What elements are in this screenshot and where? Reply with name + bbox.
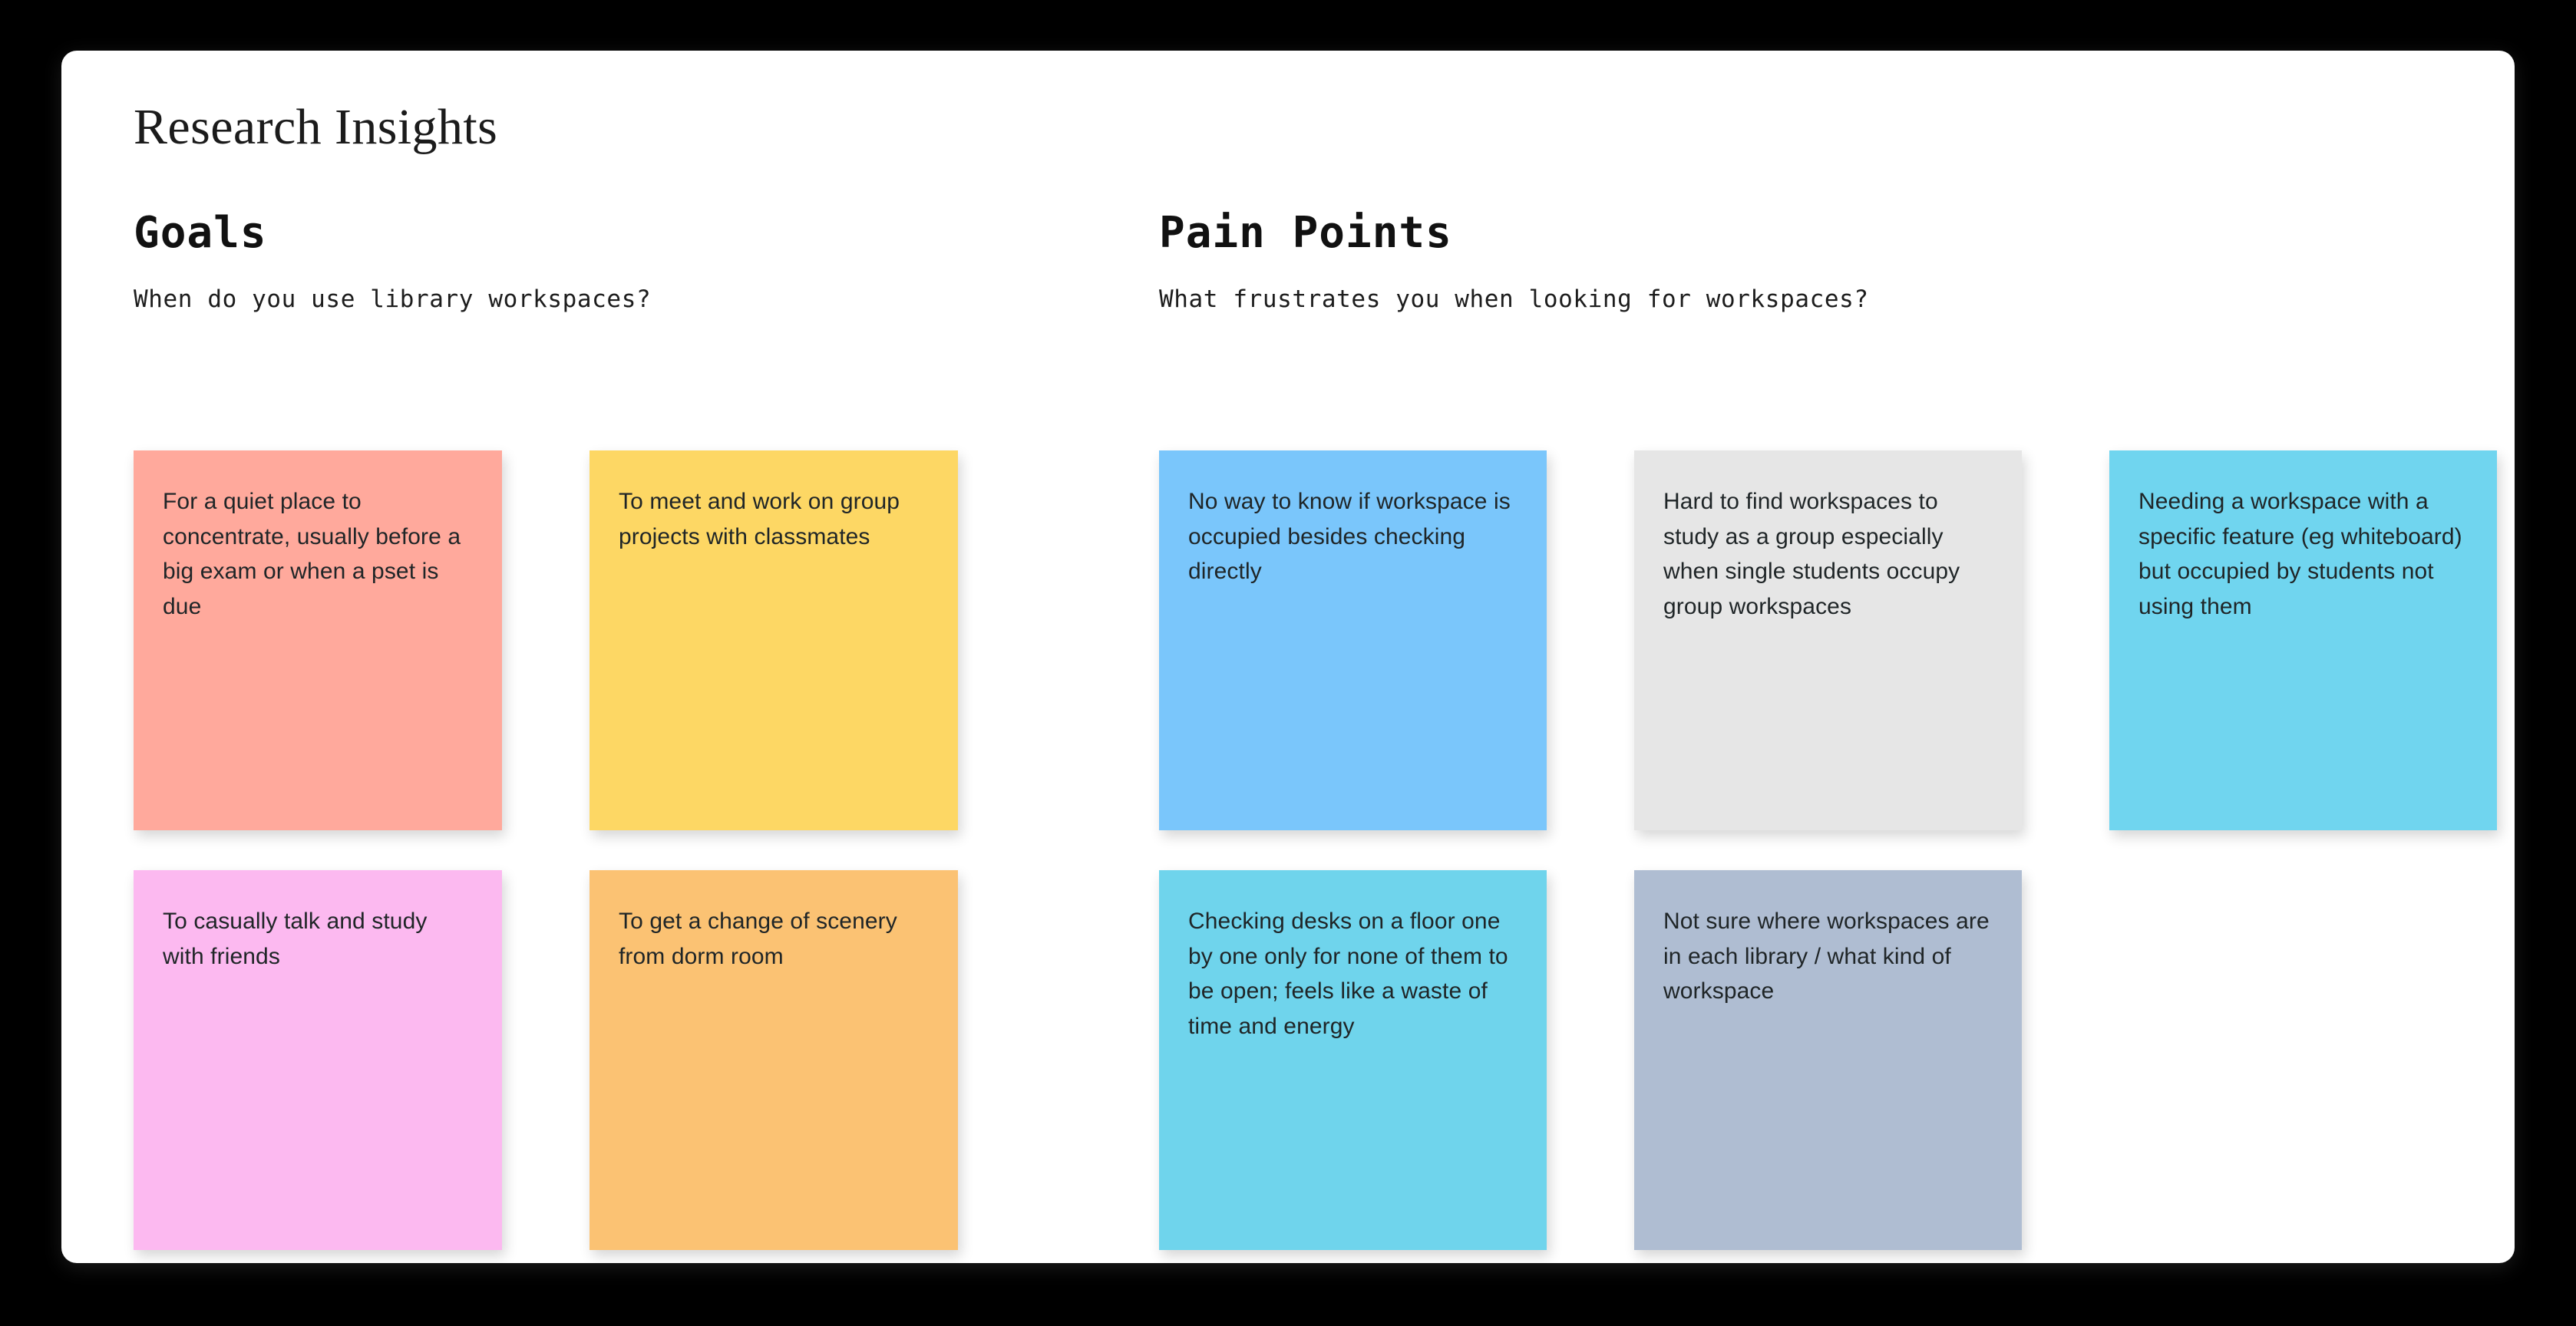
insights-board: Research Insights Goals When do you use … bbox=[61, 51, 2515, 1263]
sticky-note-text: Not sure where workspaces are in each li… bbox=[1663, 909, 1990, 1004]
sticky-note[interactable]: Not sure where workspaces are in each li… bbox=[1634, 870, 2022, 1250]
pain-points-section: Pain Points What frustrates you when loo… bbox=[1159, 208, 2497, 1250]
empty-grid-slot bbox=[2109, 870, 2497, 1250]
sticky-note[interactable]: To get a change of scenery from dorm roo… bbox=[590, 870, 958, 1250]
goals-subtitle: When do you use library workspaces? bbox=[134, 285, 652, 313]
sticky-note-text: To casually talk and study with friends bbox=[163, 909, 428, 969]
page-title: Research Insights bbox=[134, 99, 498, 155]
sticky-note[interactable]: No way to know if workspace is occupied … bbox=[1159, 450, 1547, 830]
sticky-note[interactable]: Hard to find workspaces to study as a gr… bbox=[1634, 450, 2022, 830]
sticky-note[interactable]: To casually talk and study with friends bbox=[134, 870, 502, 1250]
goals-section: Goals When do you use library workspaces… bbox=[134, 208, 1154, 1250]
pain-points-card-grid: No way to know if workspace is occupied … bbox=[1159, 450, 2497, 1250]
sticky-note[interactable]: For a quiet place to concentrate, usuall… bbox=[134, 450, 502, 830]
goals-heading: Goals bbox=[134, 208, 267, 258]
sticky-note-text: No way to know if workspace is occupied … bbox=[1188, 489, 1511, 585]
sticky-note[interactable]: Needing a workspace with a specific feat… bbox=[2109, 450, 2497, 830]
sticky-note-text: Needing a workspace with a specific feat… bbox=[2138, 489, 2462, 619]
sticky-note[interactable]: To meet and work on group projects with … bbox=[590, 450, 958, 830]
pain-points-subtitle: What frustrates you when looking for wor… bbox=[1159, 285, 1869, 313]
sticky-note-text: Hard to find workspaces to study as a gr… bbox=[1663, 489, 1960, 619]
pain-points-heading: Pain Points bbox=[1159, 208, 1452, 258]
goals-card-grid: For a quiet place to concentrate, usuall… bbox=[134, 450, 958, 1250]
sticky-note-text: Checking desks on a floor one by one onl… bbox=[1188, 909, 1508, 1039]
sticky-note-text: For a quiet place to concentrate, usuall… bbox=[163, 489, 461, 619]
sticky-note-text: To get a change of scenery from dorm roo… bbox=[619, 909, 897, 969]
sticky-note-text: To meet and work on group projects with … bbox=[619, 489, 900, 549]
sticky-note[interactable]: Checking desks on a floor one by one onl… bbox=[1159, 870, 1547, 1250]
